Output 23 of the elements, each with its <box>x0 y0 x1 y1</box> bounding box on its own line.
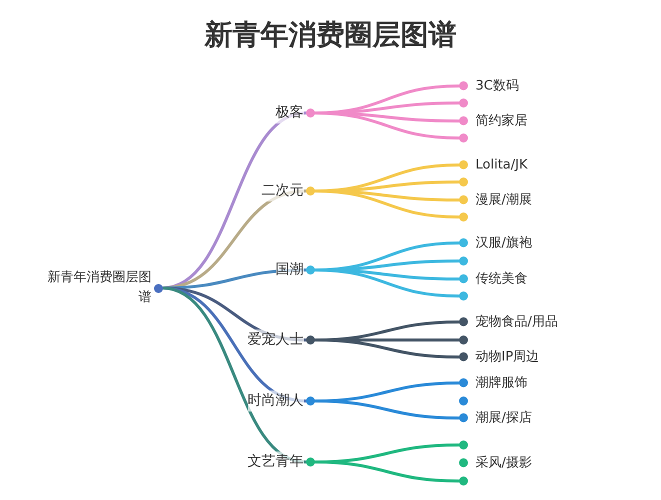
leaf-label: 漫展/潮展 <box>476 191 532 210</box>
leaf-label: 采风/摄影 <box>476 454 532 472</box>
leaf-label: 传统美食 <box>476 270 528 288</box>
leaf-label: 动物IP周边 <box>476 348 540 366</box>
leaf-label: Lolita/JK <box>476 156 528 174</box>
branch-line <box>313 268 460 298</box>
category-label: 时尚潮人 <box>248 390 304 412</box>
branch-line <box>313 112 460 140</box>
category-label: 极客 <box>276 102 304 124</box>
category-label: 二次元 <box>262 180 304 202</box>
leaf-label: 3C数码 <box>476 77 519 96</box>
leaf-label: 简约家居 <box>476 112 528 130</box>
branch-line <box>313 190 460 218</box>
leaf-label: 宠物食品/用品 <box>476 313 558 332</box>
diagram-title: 新青年消费圈层图谱 <box>203 17 458 53</box>
leaf-label: 潮展/探店 <box>476 409 532 428</box>
leaf-label: 潮牌服饰 <box>476 374 528 392</box>
branch-line <box>161 286 307 464</box>
branch-line <box>313 338 460 358</box>
leaf-label: 汉服/旗袍 <box>476 234 532 252</box>
branch-line <box>313 460 460 482</box>
root-label: 新青年消费圈层图谱 <box>46 269 152 307</box>
branch-line <box>313 400 460 420</box>
